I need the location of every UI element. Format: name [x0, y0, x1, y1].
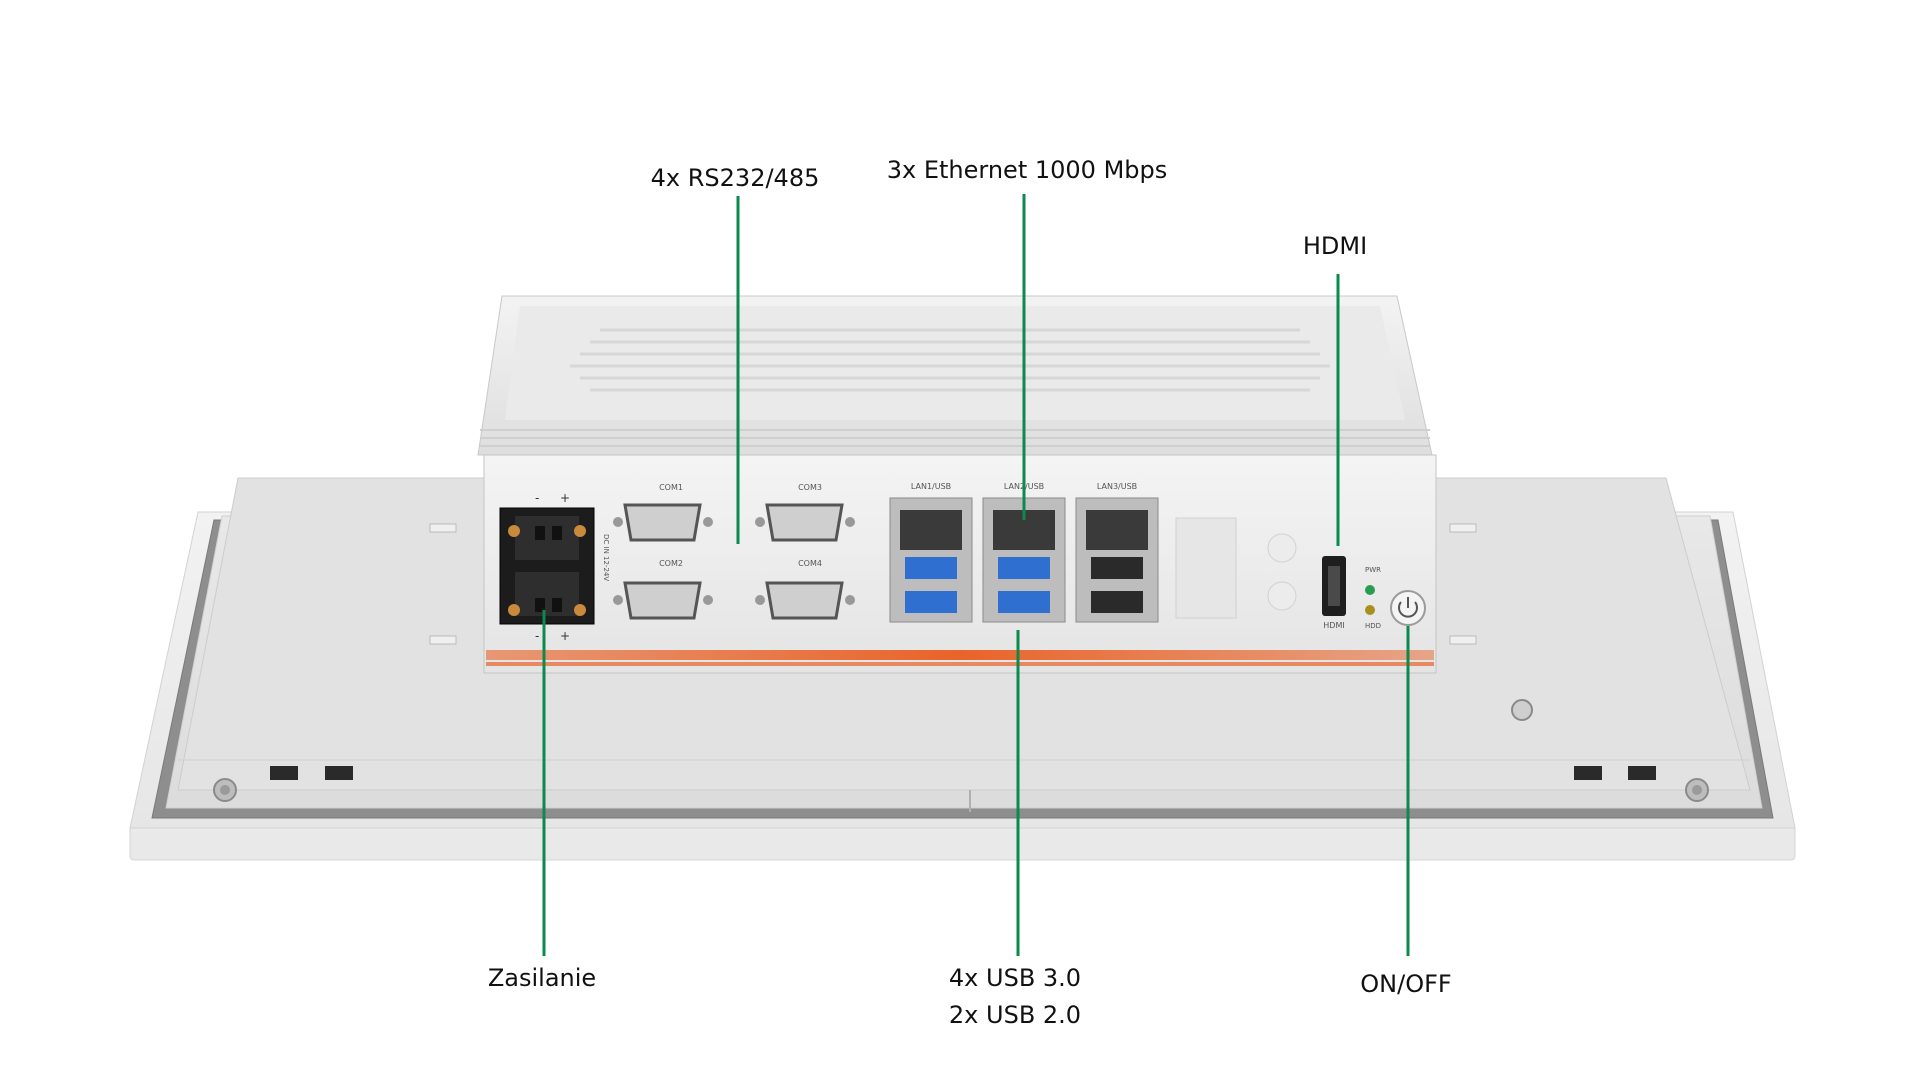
hdmi-callout-line: HDMI: [1302, 232, 1368, 260]
onoff-leader-line: [1406, 626, 1410, 956]
power-callout: Zasilanie: [488, 960, 596, 997]
ethernet-callout-line: 3x Ethernet 1000 Mbps: [886, 156, 1168, 184]
ethernet-leader-line: [1022, 194, 1026, 520]
lan3-stack: LAN3/USB: [1075, 482, 1159, 623]
lan1-label: LAN1/USB: [911, 482, 951, 491]
com2-label: COM2: [659, 559, 683, 568]
com3-label: COM3: [798, 483, 822, 492]
com4-port: COM4: [755, 559, 855, 620]
serial-leader-line: [736, 196, 740, 544]
lan1-stack: LAN1/USB: [889, 482, 973, 623]
com3-port: COM3: [755, 483, 855, 542]
dc-in-label: DC IN 12-24V: [602, 534, 610, 581]
box-heatsink: [477, 295, 1433, 456]
hdd-led-label: HDD: [1365, 622, 1381, 630]
serial-ports: COM1 COM2 COM3 COM4: [613, 483, 855, 620]
terminal-plus-bottom: +: [560, 629, 570, 643]
lan3-label: LAN3/USB: [1097, 482, 1137, 491]
usb-callout: 4x USB 3.0 2x USB 2.0: [949, 960, 1081, 1034]
com1-label: COM1: [659, 483, 683, 492]
terminal-plus-top: +: [560, 491, 570, 505]
ethernet-callout: 3x Ethernet 1000 Mbps: [887, 152, 1168, 189]
com1-port: COM1: [613, 483, 713, 542]
serial-callout: 4x RS232/485: [651, 160, 820, 197]
hdmi-callout: HDMI: [1303, 228, 1367, 265]
hdmi-leader-line: [1336, 274, 1340, 546]
onoff-callout: ON/OFF: [1360, 966, 1451, 1003]
terminal-minus-top: -: [535, 491, 539, 505]
power-terminal: - + - + DC IN 12-24V: [499, 491, 610, 643]
serial-callout-line: 4x RS232/485: [650, 164, 820, 192]
onoff-callout-line: ON/OFF: [1360, 970, 1452, 998]
usb-callout-line-2: 2x USB 2.0: [948, 1001, 1082, 1029]
usb-leader-line: [1016, 630, 1020, 956]
usb-callout-line-1: 4x USB 3.0: [948, 964, 1082, 992]
power-callout-line: Zasilanie: [487, 964, 597, 992]
terminal-minus-bottom: -: [535, 629, 539, 643]
com2-port: COM2: [613, 559, 713, 620]
right-io: HDMI PWR HDD: [1175, 517, 1426, 630]
power-leader-line: [542, 610, 546, 956]
pwr-led-label: PWR: [1365, 566, 1381, 574]
com4-label: COM4: [798, 559, 822, 568]
hdmi-port-label: HDMI: [1323, 621, 1344, 630]
